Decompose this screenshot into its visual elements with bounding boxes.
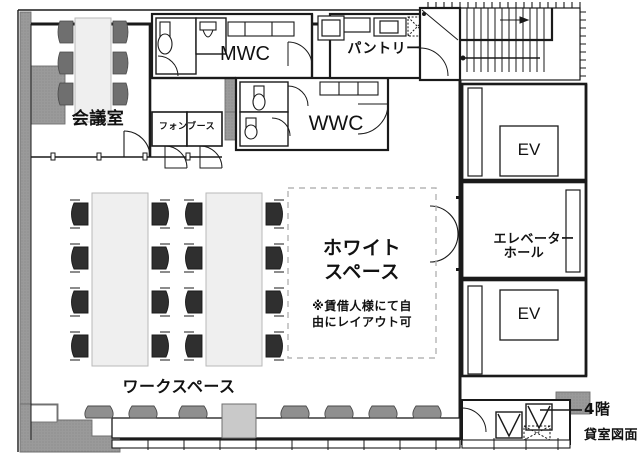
counter-stools bbox=[84, 405, 442, 419]
meeting-chairs-left bbox=[57, 20, 74, 106]
room-label-phone-booth: フォンブース bbox=[158, 122, 216, 132]
room-label-meeting: 会議室 bbox=[71, 109, 125, 129]
elevator-core bbox=[429, 82, 588, 378]
sheet-title: 貸室図面 bbox=[584, 428, 639, 443]
room-label-elevator-lower: EV bbox=[517, 304, 541, 323]
room-label-elevator-hall: エレベーター ホール bbox=[462, 218, 586, 276]
room-label-pantry: パントリー bbox=[347, 41, 421, 57]
white-space-heading-line2: スペース bbox=[324, 261, 400, 283]
room-pantry bbox=[317, 12, 449, 80]
room-label-elevator-upper: EV bbox=[517, 140, 541, 159]
room-label-work-space: ワークスペース bbox=[122, 377, 236, 396]
white-space-guide bbox=[287, 187, 437, 359]
room-label-mens-wc: MWC bbox=[220, 43, 270, 65]
room-label-womens-wc: WWC bbox=[308, 112, 364, 135]
room-meeting bbox=[31, 17, 222, 161]
wc-block bbox=[150, 12, 390, 152]
work-space-furniture bbox=[70, 192, 284, 367]
meeting-chairs-right bbox=[112, 20, 129, 106]
desk-bank-right-chairs bbox=[184, 199, 284, 361]
elevator-hall-line1: エレベーター ホール bbox=[493, 231, 575, 262]
counter-bar bbox=[84, 403, 571, 450]
room-phone-booths bbox=[151, 111, 223, 169]
white-space-heading-line1: ホワイト bbox=[322, 237, 401, 259]
desk-bank-left-chairs bbox=[70, 199, 170, 361]
white-space-note-line1: ※賃借人様にて自 bbox=[312, 299, 412, 313]
duct-room bbox=[461, 399, 571, 445]
white-space-note-line2: 由にレイアウト可 bbox=[311, 315, 412, 329]
floor-label: 4階 bbox=[584, 400, 611, 418]
stairwell bbox=[418, 2, 586, 82]
